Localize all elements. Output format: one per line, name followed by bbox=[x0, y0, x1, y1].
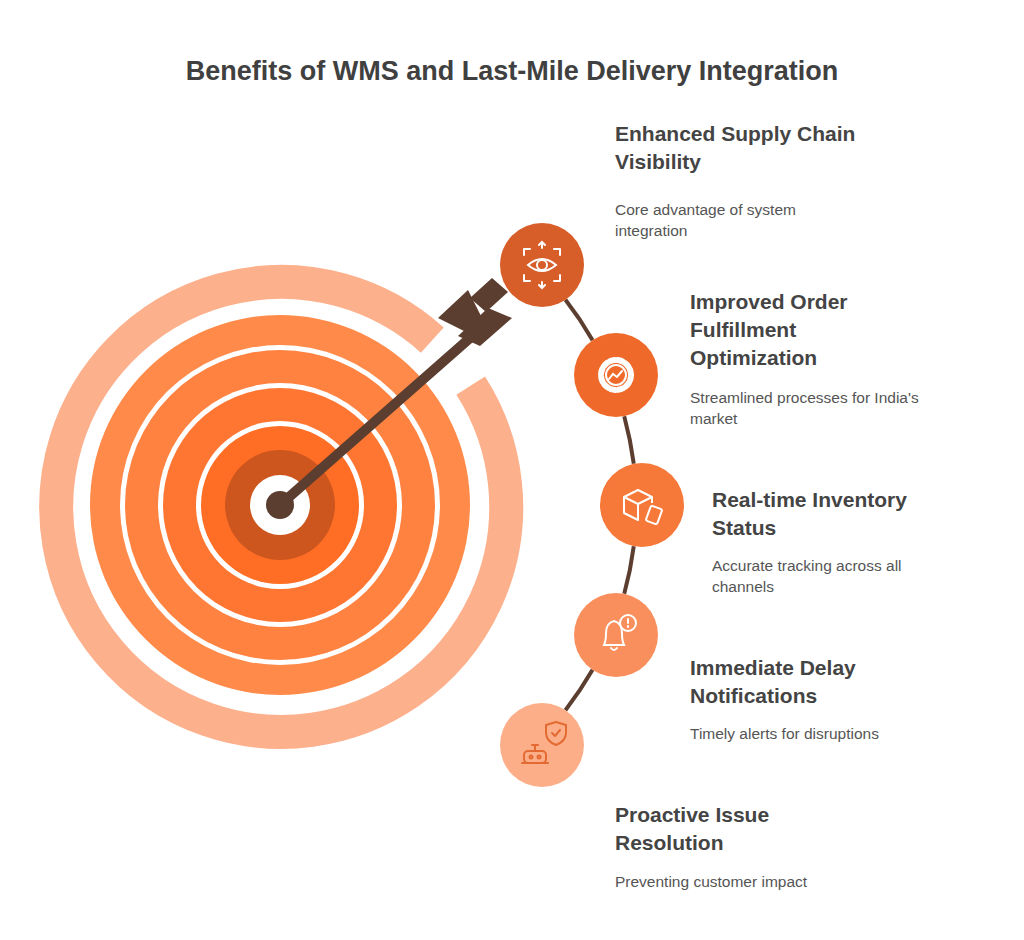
benefit-node: Proactive Issue ResolutionPreventing cus… bbox=[500, 703, 584, 787]
benefit-heading: Proactive Issue Resolution bbox=[615, 801, 835, 857]
icon-circle bbox=[500, 223, 584, 307]
arc-connector bbox=[624, 416, 634, 464]
target-gap bbox=[158, 383, 402, 627]
benefit-heading: Enhanced Supply Chain Visibility bbox=[615, 120, 885, 176]
diagram-title: Benefits of WMS and Last-Mile Delivery I… bbox=[0, 56, 1024, 87]
benefit-description: Core advantage of system integration bbox=[615, 199, 835, 241]
benefit-node: Real-time Inventory StatusAccurate track… bbox=[600, 463, 684, 547]
target-center bbox=[225, 450, 335, 560]
icon-circle bbox=[600, 463, 684, 547]
arc-connector bbox=[565, 300, 592, 340]
arc-connector bbox=[624, 546, 634, 594]
arc-connector bbox=[565, 670, 592, 710]
arrow-fletching bbox=[438, 290, 482, 332]
target-gap bbox=[250, 475, 310, 535]
benefit-description: Timely alerts for disruptions bbox=[690, 723, 930, 744]
target-ring bbox=[125, 350, 435, 660]
benefit-node: Immediate Delay NotificationsTimely aler… bbox=[574, 593, 658, 677]
target-outer-ring bbox=[56, 282, 506, 732]
benefit-node: Improved Order Fulfillment OptimizationS… bbox=[574, 333, 658, 417]
arrow-fletching bbox=[470, 278, 508, 312]
benefit-heading: Immediate Delay Notifications bbox=[690, 654, 910, 710]
arrow-fletching bbox=[458, 308, 512, 346]
target-gap bbox=[120, 345, 440, 665]
arrow-tip bbox=[266, 491, 294, 519]
icon-circle bbox=[500, 703, 584, 787]
target-ring bbox=[201, 426, 359, 584]
target-ring bbox=[163, 388, 397, 622]
benefit-heading: Improved Order Fulfillment Optimization bbox=[690, 288, 880, 372]
arrow-shaft bbox=[280, 338, 470, 505]
benefit-heading: Real-time Inventory Status bbox=[712, 486, 942, 542]
benefit-description: Preventing customer impact bbox=[615, 871, 855, 892]
icon-circle bbox=[574, 333, 658, 417]
target-ring bbox=[90, 315, 470, 695]
benefit-description: Accurate tracking across all channels bbox=[712, 555, 942, 597]
benefit-node: Enhanced Supply Chain VisibilityCore adv… bbox=[500, 223, 584, 307]
benefit-description: Streamlined processes for India's market bbox=[690, 387, 920, 429]
target-gap bbox=[196, 421, 364, 589]
icon-circle bbox=[574, 593, 658, 677]
